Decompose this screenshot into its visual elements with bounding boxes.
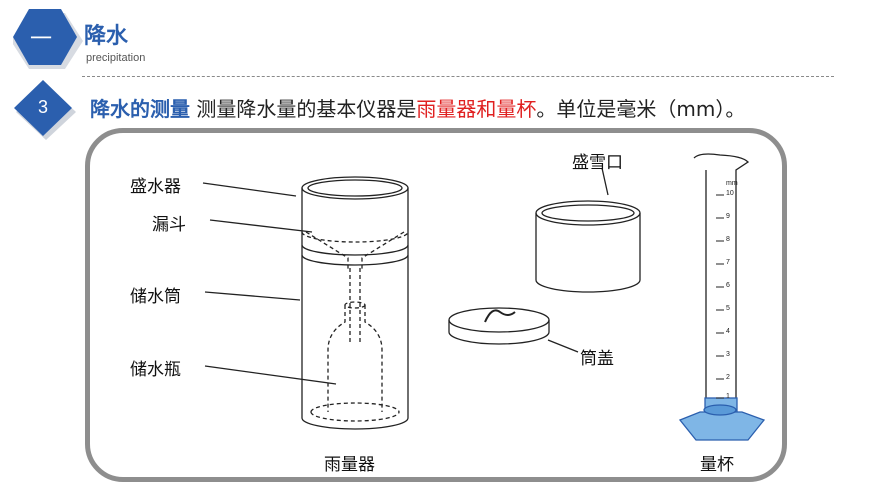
scale-2: 2: [726, 374, 730, 381]
section-badge: 一: [13, 9, 83, 69]
scale-6: 6: [726, 282, 730, 289]
diamond-badge-icon: [14, 80, 76, 140]
hexagon-badge-icon: [13, 9, 83, 69]
scale-10: 10: [726, 190, 734, 197]
item-text-before: 测量降水量的基本仪器是: [196, 97, 417, 121]
scale-1: 1: [726, 393, 730, 400]
item-badge: 3: [14, 78, 76, 140]
section-divider: [82, 76, 834, 77]
item-highlight: 雨量器和量杯: [416, 97, 537, 121]
label-measuring-cup: 量杯: [700, 455, 734, 475]
measuring-cup-drawing: [678, 153, 766, 441]
scale-4: 4: [726, 328, 730, 335]
scale-5: 5: [726, 305, 730, 312]
section-subtitle: precipitation: [86, 52, 146, 64]
rain-gauge-drawing: [301, 176, 409, 430]
label-water-collector: 盛水器: [130, 177, 181, 197]
label-lid: 筒盖: [580, 349, 614, 369]
scale-9: 9: [726, 213, 730, 220]
label-rain-gauge: 雨量器: [324, 455, 375, 475]
item-number: 3: [37, 96, 48, 117]
label-snow-mouth: 盛雪口: [572, 153, 623, 173]
lid-drawing: [448, 307, 579, 353]
scale-unit: mm: [726, 180, 738, 187]
item-keyword: 降水的测量: [90, 97, 190, 121]
section-number: 一: [29, 27, 52, 52]
rain-gauge-figure: [202, 153, 766, 441]
scale-3: 3: [726, 351, 730, 358]
scale-8: 8: [726, 236, 730, 243]
figure-frame: [85, 128, 787, 482]
scale-7: 7: [726, 259, 730, 266]
cup-scale: mm 10 9 8 7 6 5 4 3 2 1: [726, 180, 742, 410]
section-title: 降水: [84, 24, 129, 49]
label-storage-tube: 储水筒: [130, 287, 181, 307]
label-storage-bottle: 储水瓶: [130, 360, 181, 380]
item-text-after: 。单位是毫米（mm）。: [536, 97, 746, 121]
item-heading: 降水的测量 测量降水量的基本仪器是雨量器和量杯。单位是毫米（mm）。: [90, 93, 745, 122]
snow-mouth-drawing: [535, 167, 641, 293]
label-funnel: 漏斗: [152, 215, 186, 235]
